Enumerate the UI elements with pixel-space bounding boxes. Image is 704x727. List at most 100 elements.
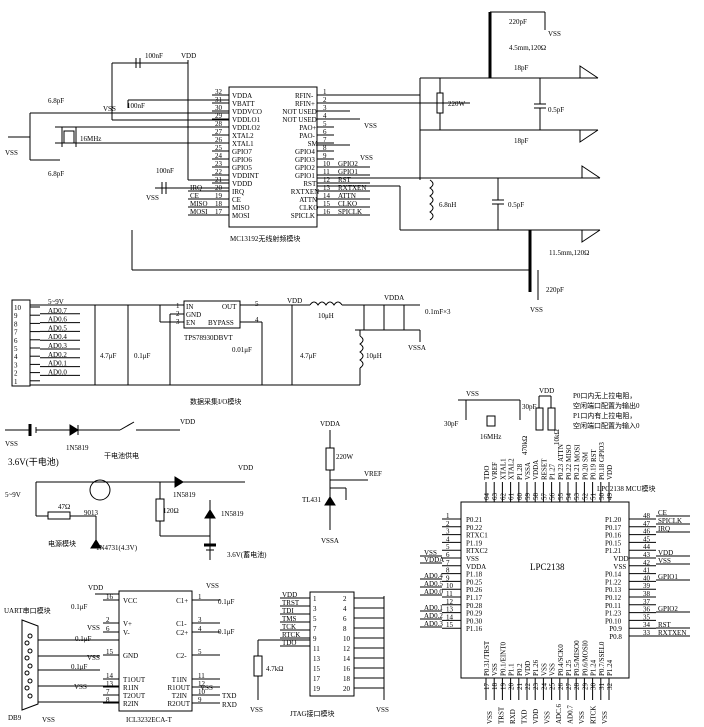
- adc-c-in1: 4.7μF: [100, 352, 117, 360]
- pwr-battery-dry: 3.6V(干电池): [8, 456, 59, 467]
- mcu-left-net: AD0.2: [424, 612, 443, 620]
- jtag-connector: [309, 591, 355, 697]
- rf-left-pin-name: XTAL1: [232, 140, 254, 148]
- mcu-right-pin-name: P1.21: [605, 547, 622, 555]
- uart-chip: [118, 590, 193, 712]
- mcu-right-pin-num: 38: [643, 590, 651, 598]
- mcu-bottom-pin-name: P1.24: [590, 659, 598, 676]
- mcu-top-pin-name: P0.22: [565, 463, 573, 480]
- mcu-left-pin-name: VSS: [466, 555, 479, 563]
- mcu-top-pin-num: 54: [565, 493, 573, 501]
- mcu-left-pin-num: 9: [446, 574, 450, 582]
- mcu-top-pin-num: 61: [508, 493, 516, 501]
- rf-left-net-label: IRQ: [190, 184, 202, 192]
- jtag-odd-pin: 19: [313, 685, 321, 693]
- mcu-top-pin-name: P0.23: [557, 463, 565, 480]
- adc-reg-en: EN: [186, 319, 195, 327]
- mcu-top-pin-num: 53: [573, 493, 581, 501]
- adc-signal-label: 5~9V: [48, 298, 64, 306]
- mcu-left-net: AD0.0: [424, 588, 443, 596]
- mcu-top-pin-num: 60: [516, 493, 524, 501]
- mcu-top-pin-num: 55: [557, 493, 565, 501]
- rf-right-pin-name: PAO-: [299, 132, 315, 140]
- rf-right-pin-num: 8: [323, 144, 327, 152]
- uart-left-pin-name: T1OUT: [123, 676, 146, 684]
- uart-left-pin-num: 16: [106, 593, 114, 601]
- pwr-input: 5~9V: [5, 491, 21, 499]
- mcu-left-pin-num: 2: [446, 520, 450, 528]
- mcu-top-net: SM: [582, 451, 590, 462]
- mcu-right-net: GPIO1: [658, 573, 678, 581]
- rf-right-pin-name: NOT USED: [282, 108, 316, 116]
- rf-left-pin-name: MISO: [232, 204, 250, 212]
- mcu-left-net: AD0.4: [424, 572, 443, 580]
- mcu-right-pin-num: 39: [643, 582, 651, 590]
- mcu-top-net: MOSI: [573, 444, 581, 462]
- mcu-right-pin-name: P1.22: [605, 578, 622, 586]
- rf-left-pin-name: VDDA: [232, 92, 252, 100]
- rf-right-pin-num: 7: [323, 136, 327, 144]
- mcu-top-pin-num: 64: [483, 493, 491, 501]
- mcu-bottom-pin-num: 28: [573, 683, 581, 691]
- mcu-top-pin-name: P1.28: [516, 463, 524, 480]
- mcu-top-pin-num: 62: [499, 492, 507, 500]
- uart-left-pin-name: V-: [123, 629, 130, 637]
- jtag-odd-pin: 13: [313, 655, 321, 663]
- rf-vss-c: VSS: [5, 149, 18, 157]
- vref-vdda: VDDA: [320, 420, 340, 428]
- mcu-left-pin-name: P0.30: [466, 617, 483, 625]
- mcu-right-pin-name: P0.8: [609, 633, 622, 641]
- mcu-bottom-pin-num: 17: [483, 683, 491, 691]
- mcu-r470k: [535, 407, 544, 431]
- mcu-right-pin-name: P1.23: [605, 610, 622, 618]
- rf-left-pin-name: VDDVCO: [232, 108, 262, 116]
- uart-left-pin-name: R2IN: [123, 700, 139, 708]
- mcu-right-pin-name: P0.10: [605, 617, 622, 625]
- jtag-even-pin: 8: [343, 625, 347, 633]
- mcu-bottom-pin-num: 19: [499, 683, 507, 691]
- adc-reg-p1: 1: [176, 302, 180, 310]
- jtag-signal-label: TMS: [282, 615, 297, 623]
- jtag-even-pin: 4: [343, 605, 347, 613]
- pwr-r120-label: 120Ω: [163, 507, 179, 515]
- mcu-right-net: VDD: [658, 549, 673, 557]
- rf-right-pin-num: 11: [323, 168, 330, 176]
- rf-right-pin-name: RXTXEN: [291, 188, 319, 196]
- mcu-bottom-pin-name: VSS: [540, 663, 548, 676]
- uart-cap-2: 0.1μF: [75, 635, 92, 643]
- mcu-left-pin-name: P0.21: [466, 516, 483, 524]
- jtag-signal-label: VDD: [282, 591, 297, 599]
- rf-left-pin-name: VDDD: [232, 180, 252, 188]
- mcu-left-pin-name: P0.26: [466, 586, 483, 594]
- uart-txd: TXD: [222, 692, 236, 700]
- vref-label: VREF: [364, 470, 382, 478]
- adc-reg-p5: 5: [255, 300, 259, 308]
- rf-left-pin-num: 17: [215, 208, 223, 216]
- mcu-top-pin-name: P1.27: [549, 463, 557, 480]
- rf-left-pin-num: 28: [215, 120, 223, 128]
- adc-reg-out: OUT: [222, 303, 237, 311]
- uart-vss-4: VSS: [200, 684, 213, 692]
- uart-right-pin-num: 12: [198, 680, 206, 688]
- uart-left-pin-num: 15: [106, 648, 114, 656]
- pwr-charge-label: 电源模块: [48, 539, 76, 548]
- mcu-bottom-pin-name: P0.2: [516, 663, 524, 676]
- uart-left-pin-name: T2OUT: [123, 692, 146, 700]
- adc-c-x3: 0.1mF×3: [425, 308, 451, 316]
- uart-rxd: RXD: [222, 701, 237, 709]
- mcu-xtal-label: 16MHz: [480, 433, 501, 441]
- uart-left-pin-name: GND: [123, 652, 138, 660]
- vref-r: [325, 447, 335, 471]
- rf-vss-d: VSS: [364, 122, 377, 130]
- rf-cap-220pF-bot: 220pF: [546, 286, 564, 294]
- uart-right-pin-num: 4: [198, 625, 202, 633]
- rf-right-pin-num: 4: [323, 112, 327, 120]
- mcu-right-pin-name: P1.20: [605, 516, 622, 524]
- mcu-top-pin-name: P0.21: [573, 463, 581, 480]
- uart-right-pin-name: T1IN: [172, 676, 187, 684]
- rf-left-pin-name: VBATT: [232, 100, 255, 108]
- mcu-bottom-pin-name: P1.1: [508, 663, 516, 676]
- adc-connector-pin: 6: [14, 337, 18, 345]
- mcu-right-pin-num: 34: [643, 621, 651, 629]
- uart-right-pin-name: C2+: [176, 629, 188, 637]
